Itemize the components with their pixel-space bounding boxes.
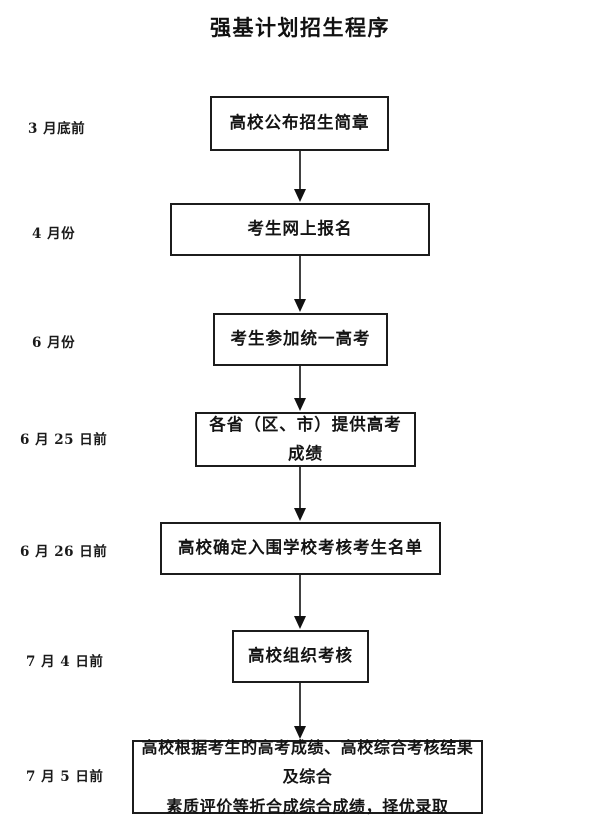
arrow-down-icon-4	[289, 467, 311, 522]
flow-box-step-3[interactable]: 考生参加统一高考	[213, 313, 388, 366]
flow-box-step-6[interactable]: 高校组织考核	[232, 630, 369, 683]
arrow-down-icon-1	[289, 151, 311, 203]
arrow-down-icon-6	[289, 683, 311, 740]
stage-label-1: 3 月底前	[28, 121, 86, 137]
flow-box-step-4[interactable]: 各省（区、市）提供高考成绩	[195, 412, 416, 467]
flow-box-step-1[interactable]: 高校公布招生简章	[210, 96, 389, 151]
stage-label-7: 7 月 5 日前	[26, 769, 104, 785]
stage-label-5: 6 月 26 日前	[20, 544, 108, 560]
arrow-down-icon-3	[289, 366, 311, 412]
stage-label-4: 6 月 25 日前	[20, 432, 108, 448]
stage-label-3: 6 月份	[32, 335, 76, 351]
arrow-down-icon-5	[289, 575, 311, 630]
stage-label-6: 7 月 4 日前	[26, 654, 104, 670]
flow-box-step-2[interactable]: 考生网上报名	[170, 203, 430, 256]
flow-box-step-7[interactable]: 高校根据考生的高考成绩、高校综合考核结果及综合素质评价等折合成综合成绩，择优录取	[132, 738, 483, 816]
page-title: 强基计划招生程序	[210, 16, 390, 40]
flow-box-step-5[interactable]: 高校确定入围学校考核考生名单	[160, 522, 441, 575]
arrow-down-icon-2	[289, 256, 311, 313]
stage-label-2: 4 月份	[32, 226, 76, 242]
